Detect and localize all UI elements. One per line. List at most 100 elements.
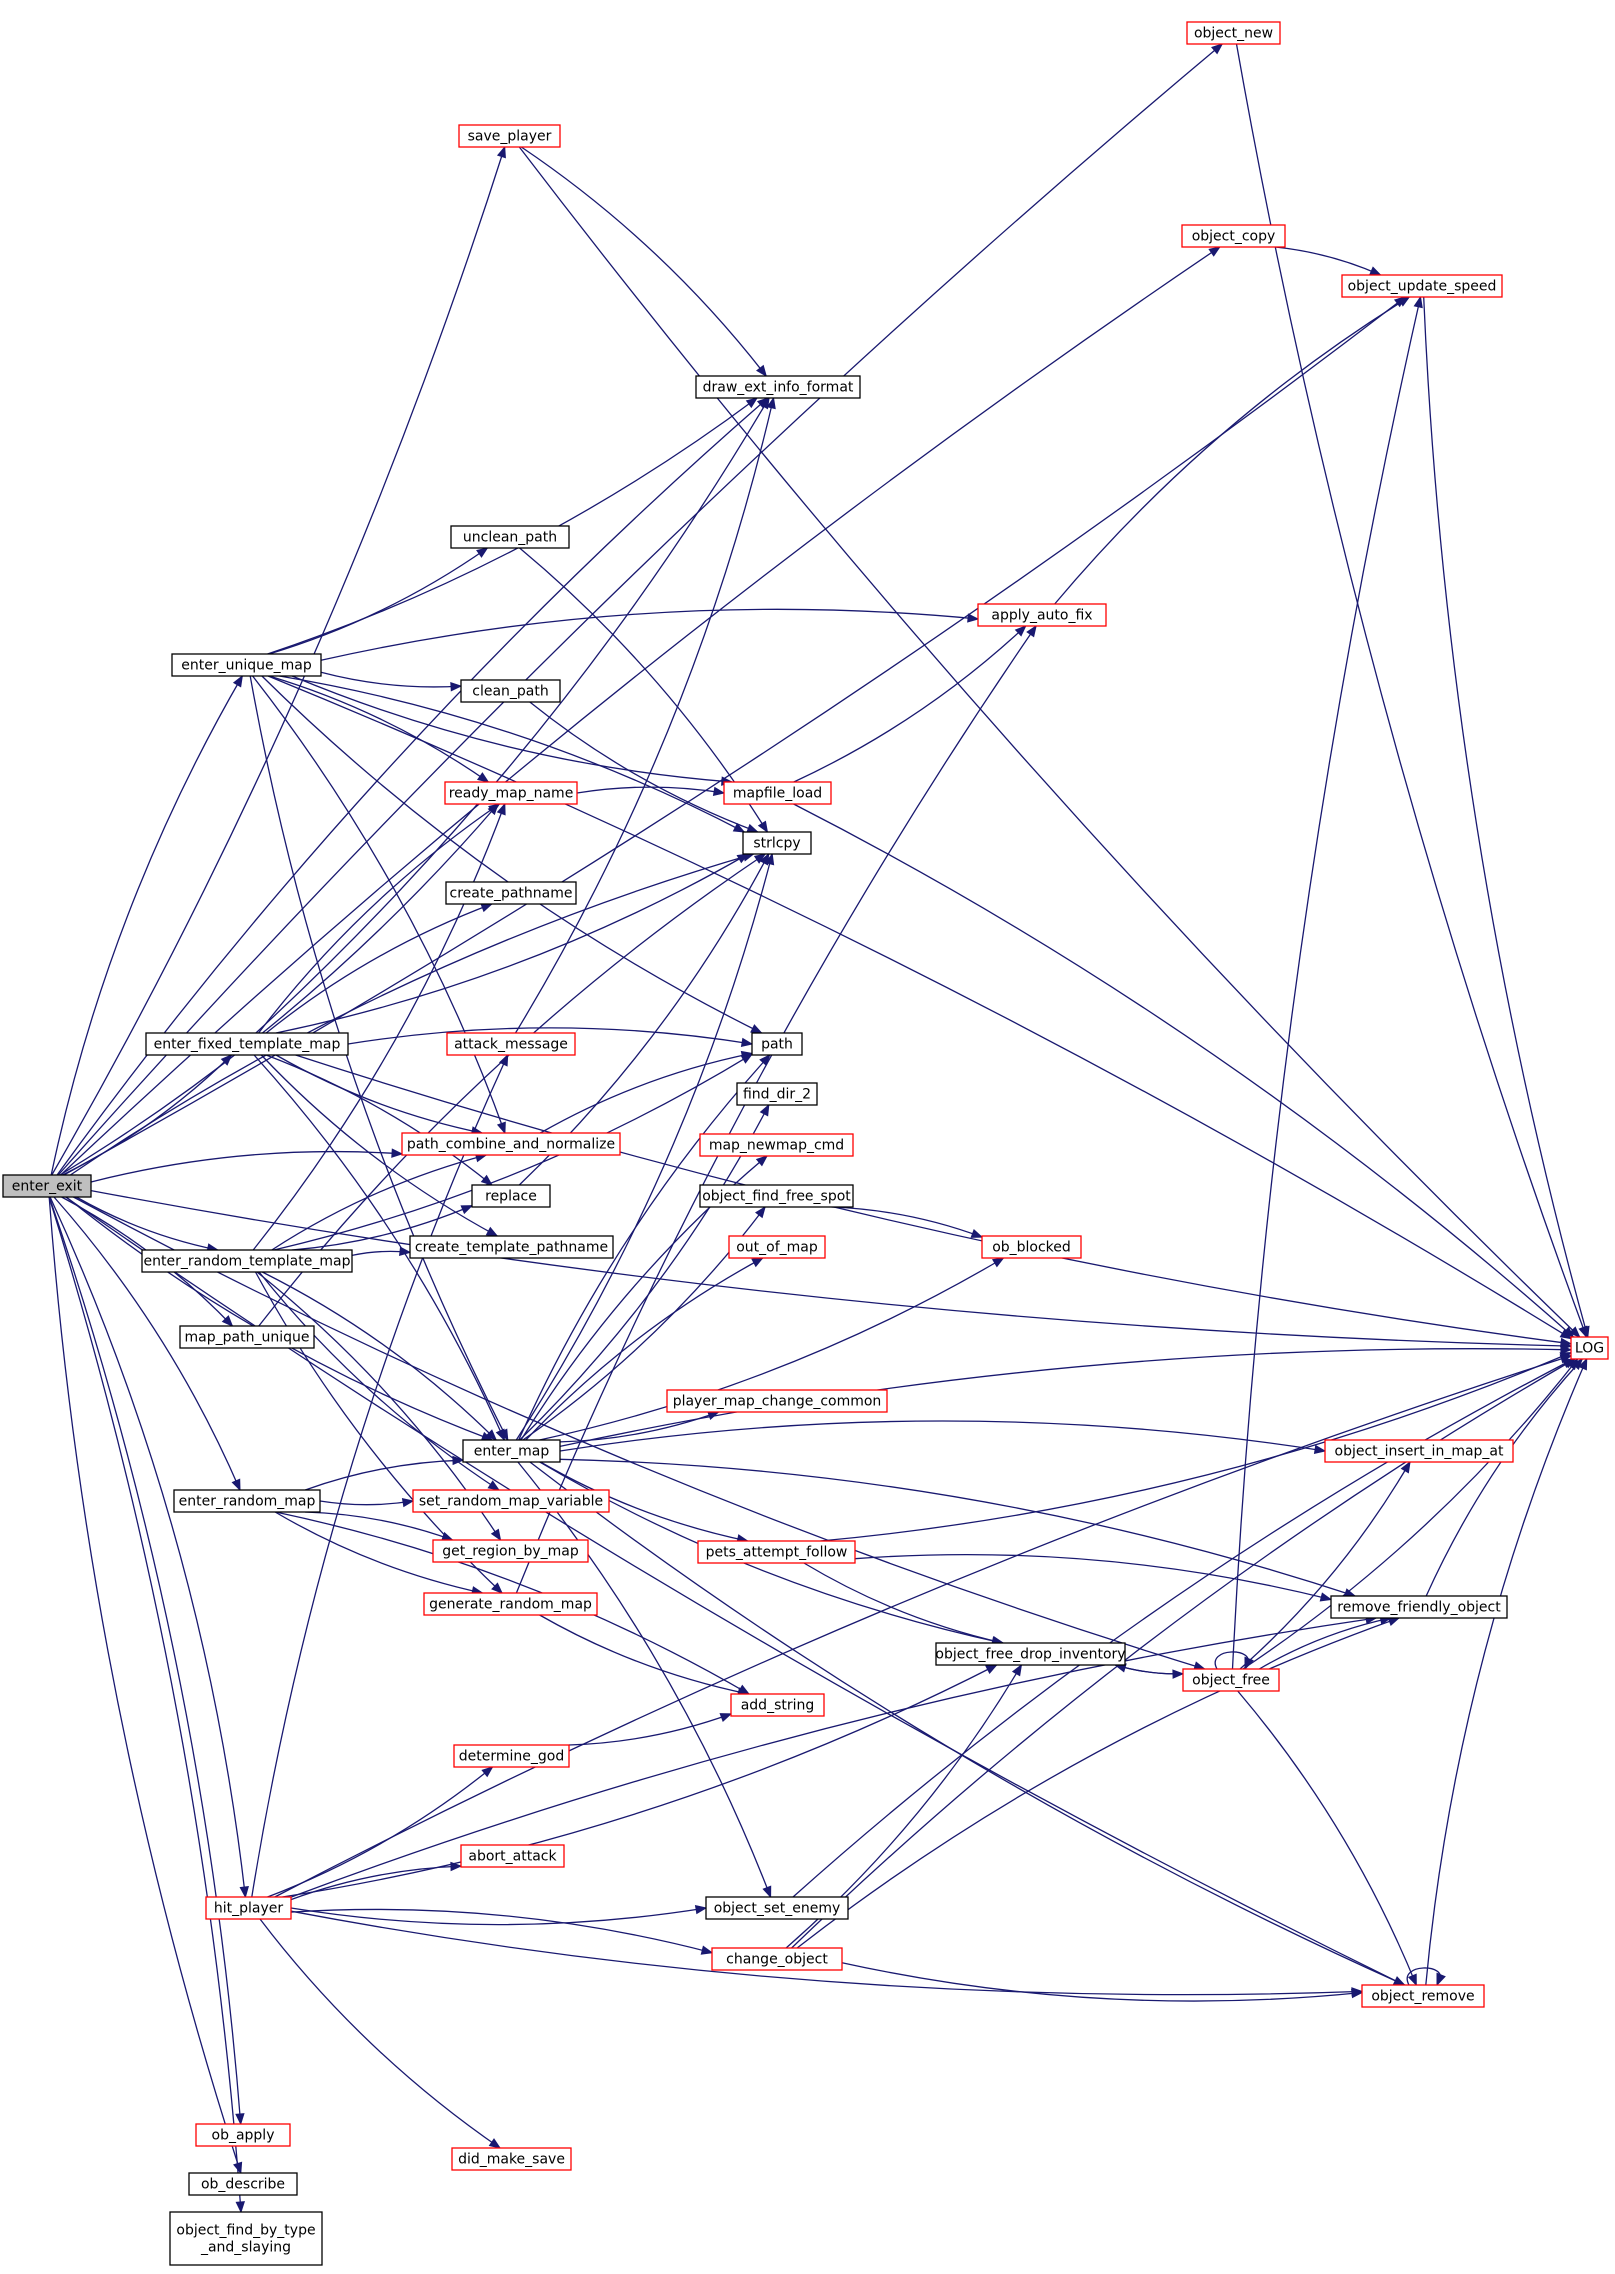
node-enter-exit[interactable]: enter_exit [2,1174,92,1198]
node-mapfile-load[interactable]: mapfile_load [723,781,832,805]
node-box [981,1235,1082,1259]
node-label: change_object [726,1952,828,1968]
node-replace[interactable]: replace [471,1184,551,1208]
arrowhead [712,786,726,797]
node-label: remove_friendly_object [1337,1600,1501,1616]
node-enter-map[interactable]: enter_map [462,1439,561,1463]
node-box [977,603,1107,627]
node-generate-random-map[interactable]: generate_random_map [423,1592,598,1616]
call-edge-change_object-to-LOG [791,1358,1577,1949]
arrowhead [1026,624,1037,638]
arrowhead [480,903,494,913]
node-ob-blocked[interactable]: ob_blocked [981,1235,1082,1259]
call-edge-enter_fixed_template_map-to-create_pathname [265,903,494,1034]
arrowhead [232,674,243,688]
node-did-make-save[interactable]: did_make_save [451,2147,572,2171]
node-enter-random-map[interactable]: enter_random_map [173,1489,321,1513]
node-abort-attack[interactable]: abort_attack [460,1844,565,1868]
call-edge-enter_random_template_map-to-ready_map_name [252,802,506,1251]
node-apply-auto-fix[interactable]: apply_auto_fix [977,603,1107,627]
node-box [711,1947,843,1971]
node-enter-unique-map[interactable]: enter_unique_map [171,653,322,677]
node-box [2,1174,92,1198]
node-clean-path[interactable]: clean_path [460,679,561,703]
node-draw-ext-info-format[interactable]: draw_ext_info_format [695,375,861,399]
node-object-remove[interactable]: object_remove [1361,1984,1485,2008]
node-find-dir-2[interactable]: find_dir_2 [736,1082,818,1106]
node-object-find-free-spot[interactable]: object_find_free_spot [699,1184,854,1208]
arrowhead [460,1205,474,1215]
node-label: object_free_drop_inventory [935,1647,1125,1663]
call-edge-attack_message-to-draw_ext_info_format [514,396,776,1034]
node-object-update-speed[interactable]: object_update_speed [1341,274,1503,298]
node-box [462,1439,561,1463]
node-remove-friendly-object[interactable]: remove_friendly_object [1330,1595,1508,1619]
node-object-free[interactable]: object_free [1182,1668,1280,1692]
node-box [145,1032,349,1056]
node-box [412,1489,610,1513]
node-ob-describe[interactable]: ob_describe [188,2172,298,2196]
node-object-insert-in-map-at[interactable]: object_insert_in_map_at [1324,1439,1514,1463]
arrowhead [1387,1617,1401,1626]
node-add-string[interactable]: add_string [730,1693,825,1717]
call-edge-enter_exit-to-object_find_by_type_and_slaying [48,1196,246,2214]
call-edge-determine_god-to-add_string [568,1713,733,1746]
call-edge-enter_random_template_map-to-replace [291,1205,474,1251]
node-save-player[interactable]: save_player [458,124,561,148]
node-box [730,1693,825,1717]
node-change-object[interactable]: change_object [711,1947,843,1971]
call-edge-object_find_free_spot-to-ob_blocked [831,1206,984,1238]
call-edge-enter_random_template_map-to-path [273,1053,754,1251]
arrowhead [1211,43,1224,55]
node-unclean-path[interactable]: unclean_path [450,525,570,549]
arrowhead [1393,1976,1406,1986]
node-path-combine-and-normalize[interactable]: path_combine_and_normalize [401,1132,621,1156]
node-get-region-by-map[interactable]: get_region_by_map [432,1539,589,1563]
call-edge-save_player-to-LOG [518,146,1581,1338]
node-box [401,1132,621,1156]
node-enter-random-template-map[interactable]: enter_random_template_map [141,1249,353,1273]
node-create-template-pathname[interactable]: create_template_pathname [409,1235,614,1259]
node-box [141,1249,353,1273]
arrowhead [755,1205,766,1219]
node-enter-fixed-template-map[interactable]: enter_fixed_template_map [145,1032,349,1056]
arrowhead [746,823,759,833]
node-ready-map-name[interactable]: ready_map_name [444,781,578,805]
node-object-copy[interactable]: object_copy [1181,224,1286,248]
node-out-of-map[interactable]: out_of_map [728,1235,826,1259]
node-create-pathname[interactable]: create_pathname [445,881,577,905]
node-map-newmap-cmd[interactable]: map_newmap_cmd [699,1133,854,1157]
call-edge-enter_exit-to-strlcpy [70,852,755,1176]
node-player-map-change-common[interactable]: player_map_change_common [666,1389,888,1413]
node-box [205,1896,292,1920]
call-edge-enter_exit-to-enter_random_map [53,1196,241,1492]
call-edge-pets_attempt_follow-to-remove_friendly_object [854,1553,1333,1602]
node-hit-player[interactable]: hit_player [205,1896,292,1920]
arrowhead [1319,1592,1333,1602]
node-box [450,525,570,549]
node-object-find-by-type-and-slaying[interactable]: object_find_by_type_and_slaying [169,2211,323,2266]
node-label: add_string [741,1698,815,1714]
call-edge-object_copy-to-object_update_speed [1274,246,1382,276]
node-object-new[interactable]: object_new [1186,21,1281,45]
call-edge-enter_exit-to-object_copy [60,246,1221,1176]
node-strlcpy[interactable]: strlcpy [742,831,812,855]
node-path[interactable]: path [751,1032,803,1056]
node-map-path-unique[interactable]: map_path_unique [179,1325,315,1349]
node-object-set-enemy[interactable]: object_set_enemy [705,1896,849,1920]
node-LOG[interactable]: LOG [1570,1336,1609,1360]
node-box [699,1133,854,1157]
node-set-random-map-variable[interactable]: set_random_map_variable [412,1489,610,1513]
arrowhead [751,1257,764,1268]
node-box [409,1235,614,1259]
node-object-free-drop-inventory[interactable]: object_free_drop_inventory [935,1642,1126,1666]
node-box [451,2147,572,2171]
call-edge-hit_player-to-determine_god [267,1766,494,1898]
node-ob-apply[interactable]: ob_apply [195,2123,291,2147]
node-determine-god[interactable]: determine_god [453,1744,570,1768]
call-edge-enter_unique_map-to-apply_auto_fix [320,608,980,661]
node-attack-message[interactable]: attack_message [446,1032,576,1056]
node-label: out_of_map [736,1240,818,1256]
node-pets-attempt-follow[interactable]: pets_attempt_follow [697,1540,856,1564]
node-box [460,679,561,703]
